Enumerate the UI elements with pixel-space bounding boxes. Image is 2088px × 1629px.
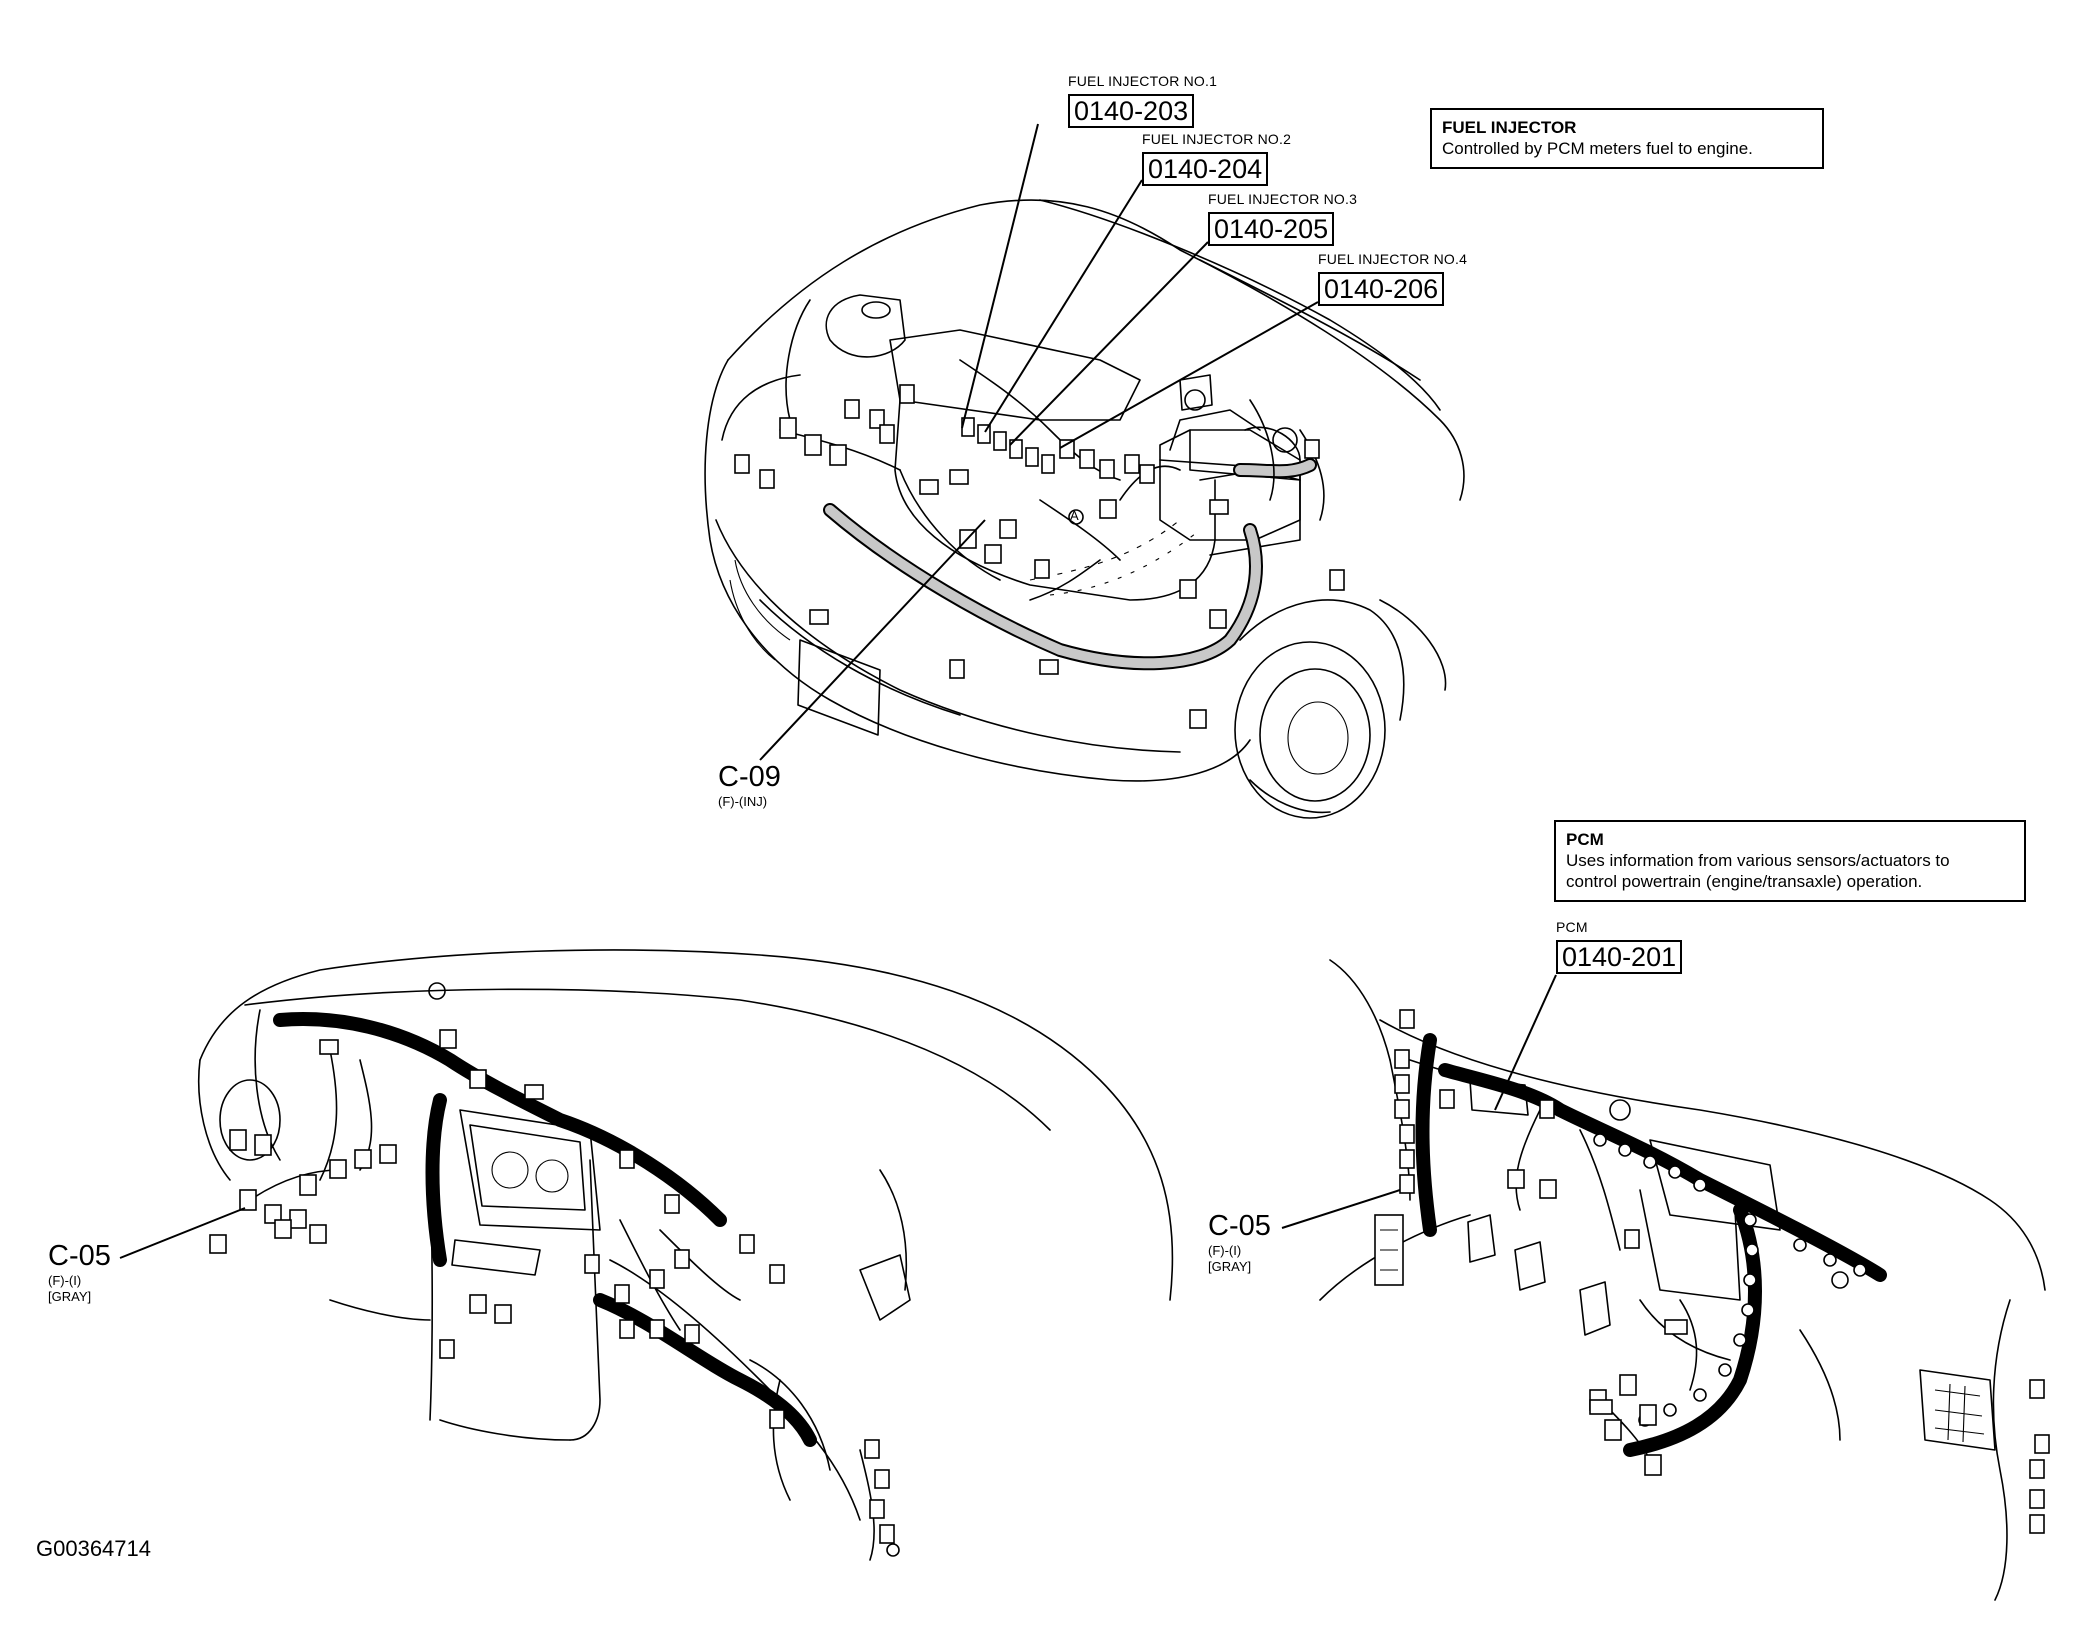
injector-2-label: FUEL INJECTOR NO.2 [1142, 131, 1292, 147]
pcm-info-box: PCM Uses information from various sensor… [1554, 820, 2026, 902]
injector-4-code: 0140-206 [1318, 272, 1445, 306]
figure-id: G00364714 [36, 1536, 151, 1561]
pcm-info-description-line1: Uses information from various sensors/ac… [1566, 851, 1950, 870]
c05-right-connector-id: C-05 [1208, 1210, 1271, 1242]
engine-bay-drawing [704, 199, 1465, 819]
injector-2-code: 0140-204 [1142, 152, 1269, 186]
c09-connector-id: C-09 [718, 761, 781, 793]
injector-3-code: 0140-205 [1208, 212, 1335, 246]
c05-right-leader [1281, 1189, 1401, 1229]
left-dashboard-drawing [197, 949, 1174, 1561]
pcm-code: 0140-201 [1556, 940, 1683, 974]
pcm-leader [1494, 974, 1557, 1111]
injector-4-label: FUEL INJECTOR NO.4 [1318, 251, 1468, 267]
fuel-injector-info-description: Controlled by PCM meters fuel to engine. [1442, 139, 1753, 158]
injector-3-label: FUEL INJECTOR NO.3 [1208, 191, 1358, 207]
c05-left-leader [119, 1207, 246, 1259]
pcm-info-description-line2: control powertrain (engine/transaxle) op… [1566, 872, 1923, 891]
engine-leader-lines [759, 123, 1319, 761]
c05-right-connector-color: [GRAY] [1208, 1259, 1252, 1274]
engine-marker-a: A [1070, 508, 1079, 523]
pcm-info-title: PCM [1566, 830, 1604, 849]
c09-connector-detail: (F)-(INJ) [718, 794, 768, 809]
right-dashboard-drawing [1319, 959, 2050, 1601]
fuel-injector-info-box: FUEL INJECTOR Controlled by PCM meters f… [1430, 108, 1824, 169]
c05-right-connector-detail: (F)-(I) [1208, 1243, 1242, 1258]
injector-1-label: FUEL INJECTOR NO.1 [1068, 73, 1218, 89]
pcm-label: PCM [1556, 919, 1588, 935]
fuel-injector-info-title: FUEL INJECTOR [1442, 118, 1577, 137]
c05-left-connector-detail: (F)-(I) [48, 1273, 82, 1288]
c05-left-connector-id: C-05 [48, 1240, 111, 1272]
c05-left-connector-color: [GRAY] [48, 1289, 92, 1304]
injector-1-code: 0140-203 [1068, 94, 1195, 128]
